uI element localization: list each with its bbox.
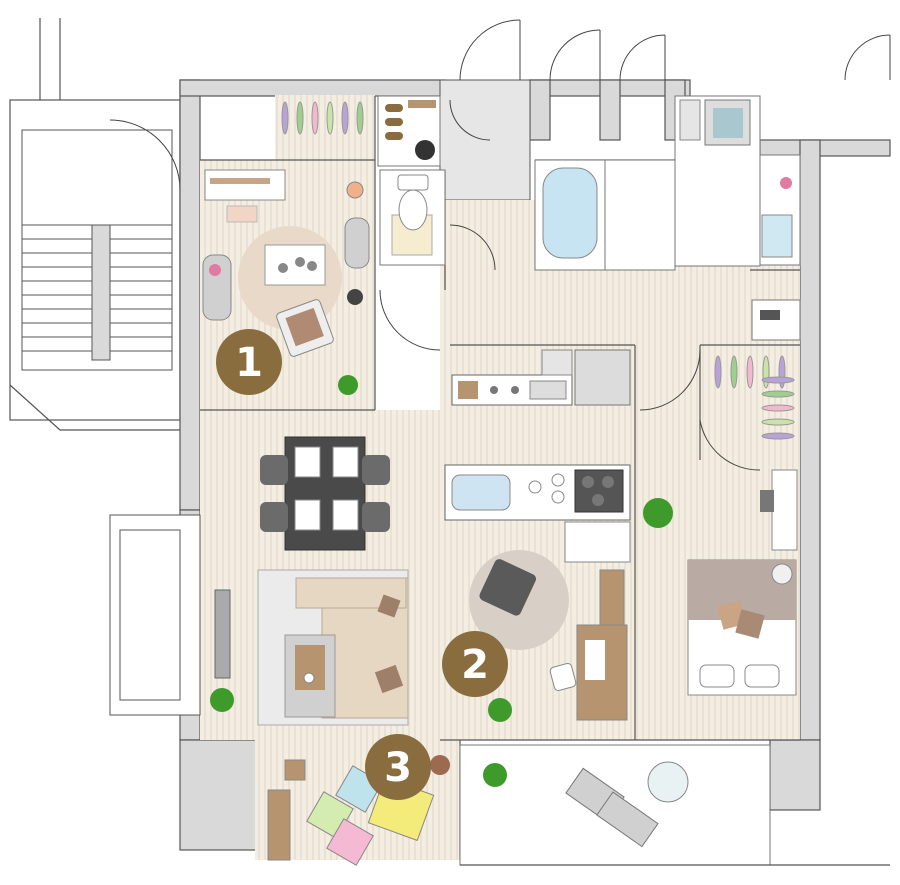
armchair-icon [479,559,537,616]
room-marker-1: 1 [216,329,282,395]
hanger [326,101,334,135]
sofa-icon [210,569,409,726]
sink-icon [529,380,567,400]
hood [541,349,573,376]
hanger [761,418,795,426]
fridge [574,349,631,406]
hanger [761,390,795,398]
bathroom-floor [604,159,676,271]
washbasin-icon [674,95,801,267]
plant-icon [483,763,507,787]
armchair-icon [276,299,334,357]
hanger [714,355,722,389]
plant-icon [488,698,512,722]
hanger [341,101,349,135]
tv-unit [214,589,231,679]
shelf [267,789,291,861]
hanger [761,432,795,440]
bathtub-icon [534,159,606,271]
balcony [459,744,890,866]
room-marker-1-number: 1 [235,340,263,386]
toilet-icon [379,169,446,266]
left-balcony [109,514,201,716]
toy-bear [430,755,450,775]
kitchen [444,349,631,563]
closet-bedroom [714,355,795,440]
room-2-furniture [469,498,673,722]
dining-table-icon [260,436,390,551]
hanger [746,355,754,389]
side-shelf [344,217,370,269]
hanger [296,101,304,135]
utility-item [760,310,780,320]
plant-icon [210,688,234,712]
stove-icon [490,386,519,394]
staircase [9,18,181,431]
hanger [311,101,319,135]
bed-icon [687,469,798,696]
hanger [761,404,795,412]
plant-icon [338,375,358,395]
hanger [730,355,738,389]
room-marker-3-number: 3 [384,745,412,791]
shoe-closet [377,95,441,167]
hanger [356,101,364,135]
room-marker-2: 2 [442,631,508,697]
hanger [281,101,289,135]
room-marker-2-number: 2 [461,642,489,688]
hanger [762,355,770,389]
closet-room-1 [281,101,364,135]
room-1-furniture [202,169,370,395]
plant-icon [643,498,673,528]
room-marker-3: 3 [365,734,431,800]
shelf [564,521,631,563]
hanger [761,376,795,384]
